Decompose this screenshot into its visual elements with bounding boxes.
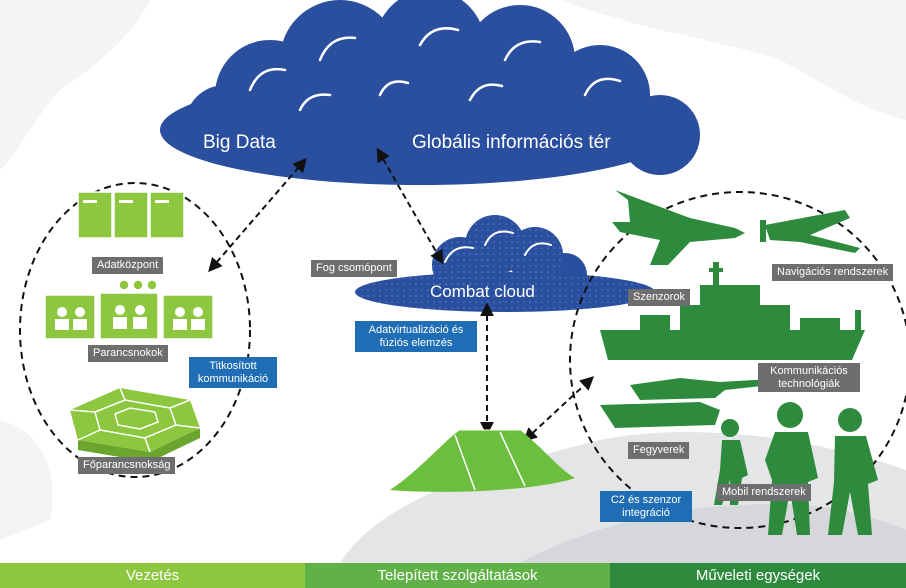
navigation-systems-label: Navigációs rendszerek [772,264,894,281]
fighter-jet-icon [612,190,745,265]
footer-operational-units: Műveleti egységek [610,563,906,588]
c2-sensor-integration-label: C2 és szenzor integráció [600,491,692,523]
tank-icon [600,378,790,428]
left-dashed-circle [19,182,251,478]
global-info-space-label: Globális információs tér [412,132,611,153]
fog-node-label: Fog csomópont [311,260,397,277]
commanders-icon [44,279,214,340]
map-background [0,0,906,540]
diagram-illustration [0,0,906,563]
right-dashed-circle [569,191,906,529]
headquarters-label: Főparancsnokság [78,457,176,474]
warship-icon [600,262,865,360]
datacenter-label: Adatközpont [92,257,164,274]
datacenter-icon [77,191,185,239]
tent-icon [390,429,575,492]
weapons-label: Fegyverek [628,442,690,459]
commanders-label: Parancsnokok [88,345,168,362]
drone-icon [760,210,860,253]
footer-deployed-services: Telepített szolgáltatások [305,563,610,588]
headquarters-icon [69,387,201,462]
big-data-cloud [160,0,700,185]
data-virtualization-label: Adatvirtualizáció és fúziós elemzés [355,321,477,353]
mobile-systems-label: Mobil rendszerek [717,484,811,501]
sensors-label: Szenzorok [628,289,690,306]
encrypted-communication-label: Titkosított kommunikáció [189,357,277,389]
combat-cloud-label: Combat cloud [430,282,535,301]
big-cloud-contours [248,27,622,112]
ground-front [520,504,906,563]
connection-arrows [208,147,595,442]
footer-leadership: Vezetés [0,563,305,588]
big-data-label: Big Data [203,132,276,153]
communication-technologies-label: Kommunikációs technológiák [758,363,860,393]
